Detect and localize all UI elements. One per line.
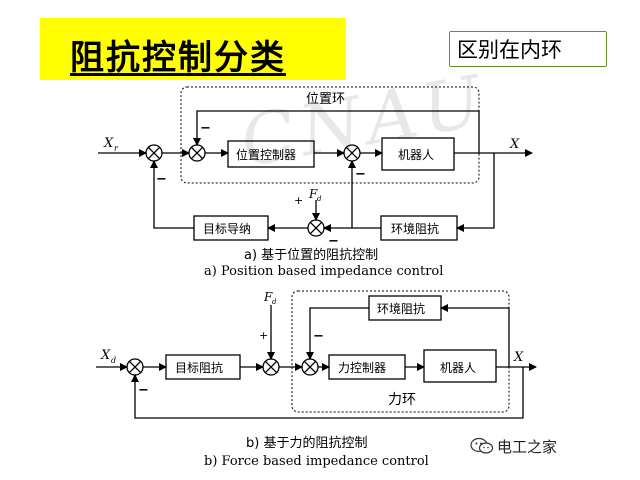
sign-a-inner-minus: −: [200, 121, 211, 136]
block-robot-b-label: 机器人: [440, 361, 476, 375]
page-title: 阻抗控制分类: [70, 38, 286, 78]
sign-a-mid-minus: −: [355, 167, 366, 182]
block-env-impedance-b-label: 环境阻抗: [377, 301, 425, 316]
a-output-label: X: [509, 137, 520, 152]
caption-a-cn: a) 基于位置的阻抗控制: [244, 247, 378, 263]
sum-junction-a3: [343, 144, 361, 162]
b-input-label: X: [100, 348, 111, 363]
title-band: [40, 18, 346, 80]
sign-b-outer-minus: −: [138, 383, 149, 398]
a-force-sub: d: [317, 195, 322, 203]
sum-junction-a4: [307, 219, 325, 237]
block-target-admittance-label: 目标导纳: [203, 222, 251, 236]
block-env-impedance-a-label: 环境阻抗: [391, 221, 439, 236]
sign-a-outer-minus: −: [156, 172, 167, 187]
sum-junction-a2: [188, 144, 206, 162]
note-box: 区别在内环: [449, 31, 607, 67]
block-position-controller-label: 位置控制器: [236, 147, 296, 162]
b-force-sub: d: [272, 298, 277, 306]
a-force-label: F: [308, 187, 318, 201]
block-target-impedance-label: 目标阻抗: [175, 360, 223, 375]
force-loop-label: 力环: [388, 392, 416, 408]
source-watermark: 电工之家: [497, 438, 558, 456]
block-robot-a-label: 机器人: [398, 148, 434, 162]
b-input-sub: d: [111, 356, 116, 365]
block-force-controller-label: 力控制器: [338, 361, 386, 375]
diagram-a-labels: 位置环 X r X F d 位置控制器 机器人 目标导纳 环境阻抗 − − − …: [103, 92, 520, 279]
diagram-b-labels: 力环 X d X F d 目标阻抗 力控制器 机器人 环境阻抗 + − − b)…: [100, 290, 524, 469]
sign-a-force-minus: −: [328, 234, 339, 249]
a-input-sub: r: [114, 144, 119, 153]
caption-a-en: a) Position based impedance control: [204, 264, 443, 279]
a-input-label: X: [103, 136, 114, 151]
sum-junction-b3: [301, 358, 319, 376]
caption-b-en: b) Force based impedance control: [204, 454, 429, 469]
b-force-label: F: [263, 290, 273, 304]
sum-junction-a1: [145, 144, 163, 162]
wechat-icon: [470, 437, 494, 454]
position-loop-label: 位置环: [306, 92, 345, 107]
sign-b-force-plus: +: [259, 329, 268, 342]
diagram-a: [98, 86, 533, 241]
caption-b-cn: b) 基于力的阻抗控制: [246, 435, 367, 451]
sum-junction-b2: [262, 358, 280, 376]
diagram-b: [96, 290, 537, 419]
sign-b-inner-minus: −: [313, 329, 324, 344]
sum-junction-b1: [126, 358, 144, 376]
sign-a-force-plus: +: [294, 194, 303, 207]
b-output-label: X: [513, 350, 524, 365]
